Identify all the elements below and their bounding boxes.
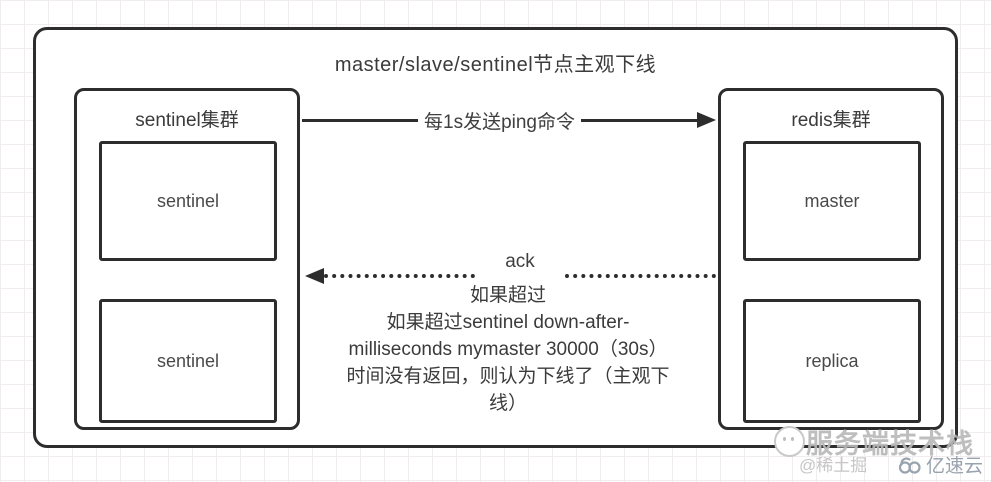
sentinel-cluster-title: sentinel集群 [135, 110, 239, 131]
cloud-logo-icon [898, 456, 921, 474]
ack-arrow: ack [305, 251, 717, 290]
arrow-left-icon [305, 268, 324, 284]
diagram-frame: master/slave/sentinel节点主观下线 sentinel集群 s… [33, 27, 958, 448]
timeout-note-line: milliseconds mymaster 30000（30s） [348, 339, 668, 360]
ping-arrow-label: 每1s发送ping命令 [424, 111, 575, 133]
redis-cluster-box: redis集群 master replica [718, 88, 944, 430]
watermark-account: 服务端技术栈 [806, 429, 974, 459]
replica-node: replica [743, 299, 921, 423]
brand-watermark: 亿速云 [896, 451, 983, 478]
sentinel-node-1: sentinel [99, 141, 277, 261]
ack-arrow-line-left [324, 274, 476, 278]
timeout-note-line: 如果超过 [469, 285, 546, 306]
timeout-note-line: 如果超过sentinel down-after- [386, 312, 630, 333]
sentinel-node-2: sentinel [99, 299, 277, 423]
master-node: master [743, 141, 921, 261]
ack-arrow-line-right [564, 274, 717, 278]
timeout-note-line: 线） [488, 393, 527, 414]
smiley-face-icon [774, 426, 805, 457]
smiley-eye-icon [791, 437, 794, 441]
smiley-eye-icon [783, 437, 786, 441]
sentinel-cluster-box: sentinel集群 sentinel sentinel [74, 88, 300, 430]
timeout-note: 如果超过 如果超过sentinel down-after- millisecon… [248, 282, 768, 417]
redis-cluster-title: redis集群 [791, 110, 871, 131]
ack-arrow-label: ack [505, 251, 535, 272]
ping-arrow-line-left [302, 118, 418, 122]
ping-arrow: 每1s发送ping命令 [302, 106, 716, 134]
ping-arrow-line-right [581, 118, 697, 122]
timeout-note-line: 时间没有返回，则认为下线了（主观下 [346, 366, 670, 387]
diagram-title: master/slave/sentinel节点主观下线 [334, 54, 657, 76]
watermark-handle: @稀土掘 [799, 456, 868, 475]
arrow-right-icon [697, 112, 716, 128]
brand-name: 亿速云 [926, 456, 984, 477]
